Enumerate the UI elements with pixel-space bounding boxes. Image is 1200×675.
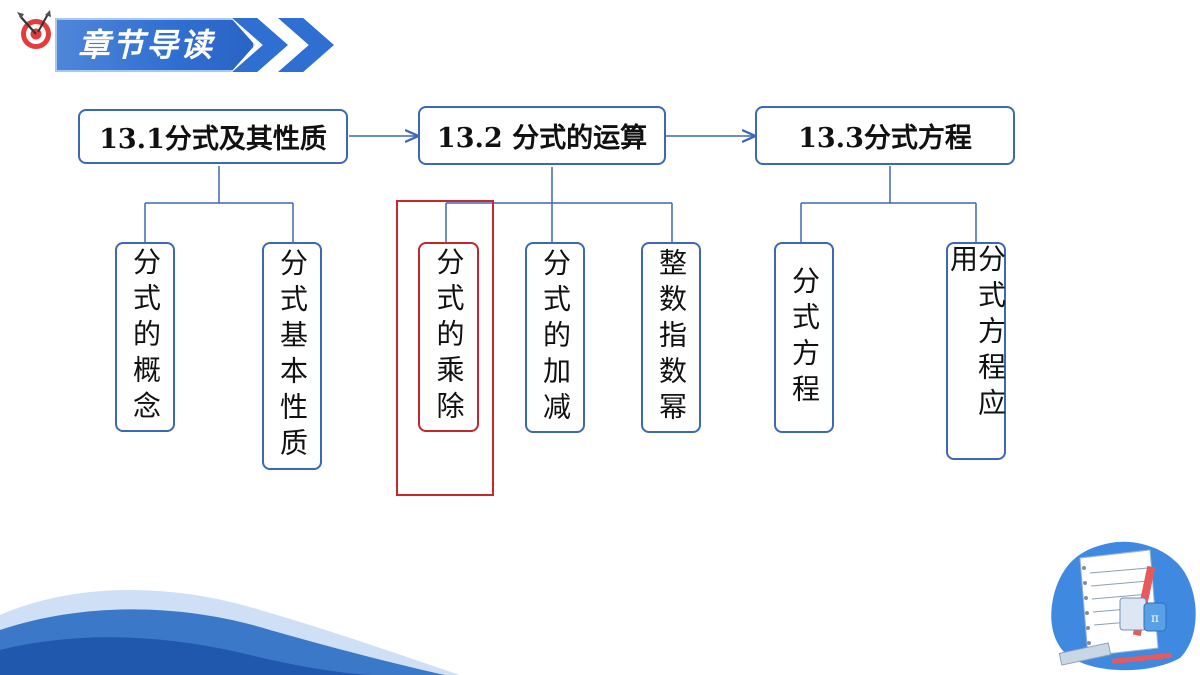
- svg-text:π: π: [1151, 611, 1159, 625]
- section-box-13-1: 13.1分式及其性质: [78, 109, 348, 164]
- math-notebook-illustration: π: [1051, 541, 1196, 671]
- leaf-fractional-equation-application: 分式方程应用: [946, 242, 1007, 460]
- section-box-13-3: 13.3分式方程: [755, 106, 1015, 165]
- section-header-title: 章节导读: [78, 26, 215, 64]
- header-target-icon: [14, 8, 54, 52]
- leaf-integer-exponent: 整数指数幂: [641, 242, 701, 433]
- highlight-frame: [396, 200, 494, 496]
- section-header-banner: [55, 18, 255, 72]
- wave-decoration: [0, 590, 460, 675]
- dart-target-icon: [17, 10, 51, 49]
- leaf-fraction-basic-properties: 分式基本性质: [262, 242, 322, 470]
- leaf-fraction-concept: 分式的概念: [115, 242, 175, 432]
- leaf-fraction-add-subtract: 分式的加减: [525, 242, 585, 433]
- leaf-fractional-equation: 分式方程: [774, 242, 834, 433]
- leaf-fraction-multiply-divide: 分式的乘除: [418, 242, 479, 432]
- section-box-13-2: 13.2 分式的运算: [418, 106, 666, 165]
